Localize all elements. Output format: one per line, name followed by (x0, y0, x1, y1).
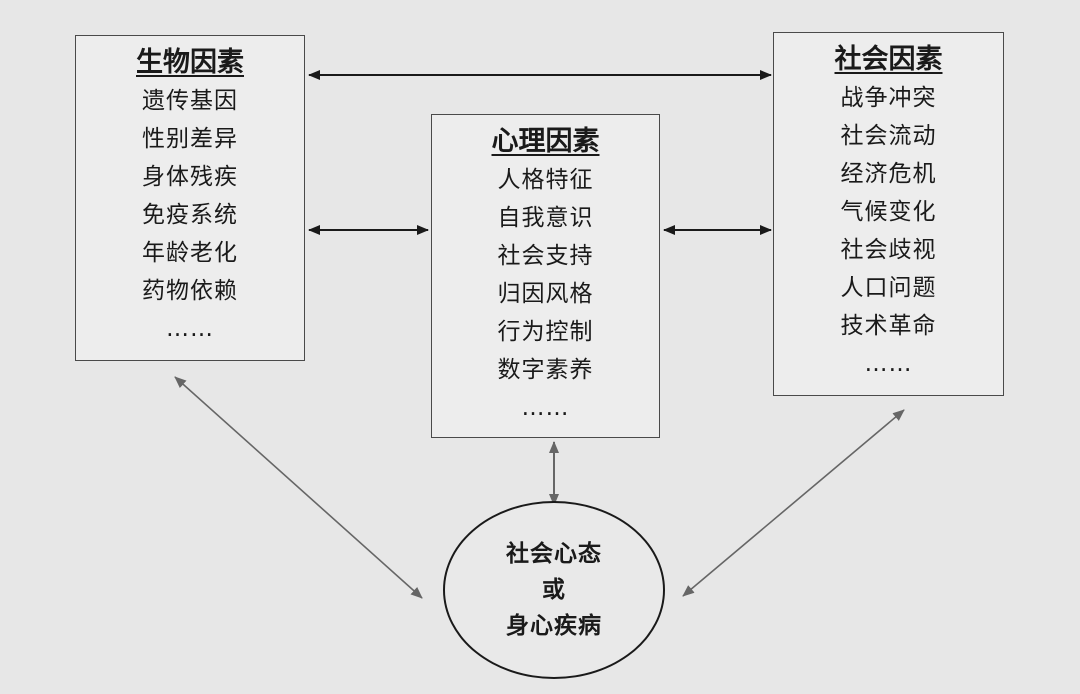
list-item: 性别差异 (142, 126, 238, 152)
list-item: 气候变化 (840, 199, 937, 225)
list-item: 行为控制 (497, 319, 594, 345)
outcome-ellipse: 社会心态 或 身心疾病 (443, 501, 665, 679)
list-item: 经济危机 (840, 161, 937, 187)
list-item: 人口问题 (840, 275, 937, 301)
list-item: 社会流动 (840, 123, 937, 149)
list-item: 归因风格 (497, 281, 594, 307)
biological-factors-title: 生物因素 (136, 47, 244, 78)
list-item: 遗传基因 (142, 88, 238, 114)
social-factors-title: 社会因素 (834, 44, 943, 75)
list-item: 身体残疾 (142, 164, 238, 190)
list-item: 免疫系统 (142, 202, 238, 228)
list-item: 年龄老化 (142, 240, 238, 266)
list-item: 社会支持 (497, 243, 594, 269)
outcome-line-social-mentality: 社会心态 (506, 541, 602, 567)
list-item: 社会歧视 (840, 237, 937, 263)
psychological-factors-box: 心理因素 人格特征 自我意识 社会支持 归因风格 行为控制 数字素养 …… (431, 114, 660, 438)
list-item: 药物依赖 (142, 278, 238, 304)
list-item: 技术革命 (840, 313, 937, 339)
list-item: 自我意识 (497, 205, 594, 231)
social-factors-box: 社会因素 战争冲突 社会流动 经济危机 气候变化 社会歧视 人口问题 技术革命 … (773, 32, 1004, 396)
ellipsis: …… (521, 395, 570, 421)
outcome-line-psychosomatic-disease: 身心疾病 (506, 613, 602, 639)
ellipsis: …… (166, 316, 214, 342)
list-item: 人格特征 (497, 167, 594, 193)
arrow-bio-outcome (174, 376, 423, 599)
list-item: 数字素养 (497, 357, 594, 383)
outcome-line-or: 或 (542, 577, 566, 603)
psychological-factors-title: 心理因素 (491, 126, 600, 157)
ellipsis: …… (864, 351, 913, 377)
list-item: 战争冲突 (840, 85, 937, 111)
biological-factors-box: 生物因素 遗传基因 性别差异 身体残疾 免疫系统 年龄老化 药物依赖 …… (75, 35, 305, 361)
arrow-social-outcome (682, 409, 905, 597)
